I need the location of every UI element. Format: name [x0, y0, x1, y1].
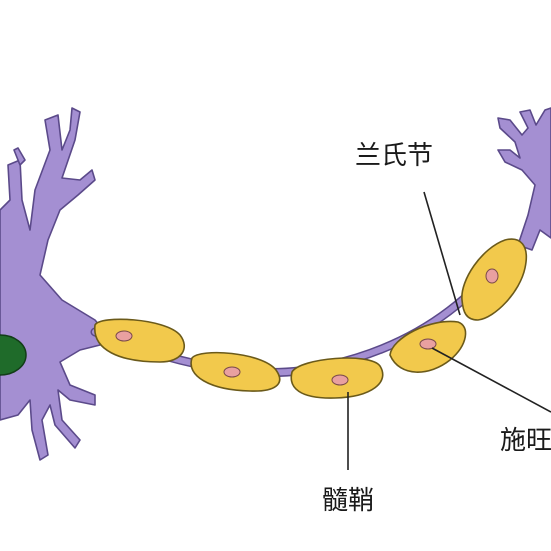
myelin-sheath-label: 髓鞘	[322, 486, 374, 516]
schwann-cell-leader	[431, 347, 551, 413]
schwann-nucleus	[485, 268, 499, 284]
myelin-segment	[94, 318, 185, 363]
myelin-sheath-segments	[94, 238, 527, 399]
node-of-ranvier-label: 兰氏节	[355, 141, 433, 171]
axon-terminal	[497, 107, 551, 251]
myelin-segment	[389, 320, 467, 373]
myelin-segment	[190, 351, 281, 392]
schwann-cell-label: 施旺	[500, 426, 551, 456]
myelin-segment	[461, 238, 527, 321]
schwann-nucleus	[419, 338, 437, 350]
nucleus	[0, 334, 27, 376]
node-of-ranvier-leader	[423, 191, 461, 316]
schwann-nucleus	[331, 374, 349, 386]
schwann-nucleus	[223, 366, 241, 378]
neuron-cell-body	[0, 107, 101, 461]
myelin-segment	[290, 357, 384, 399]
schwann-nucleus	[115, 330, 133, 342]
